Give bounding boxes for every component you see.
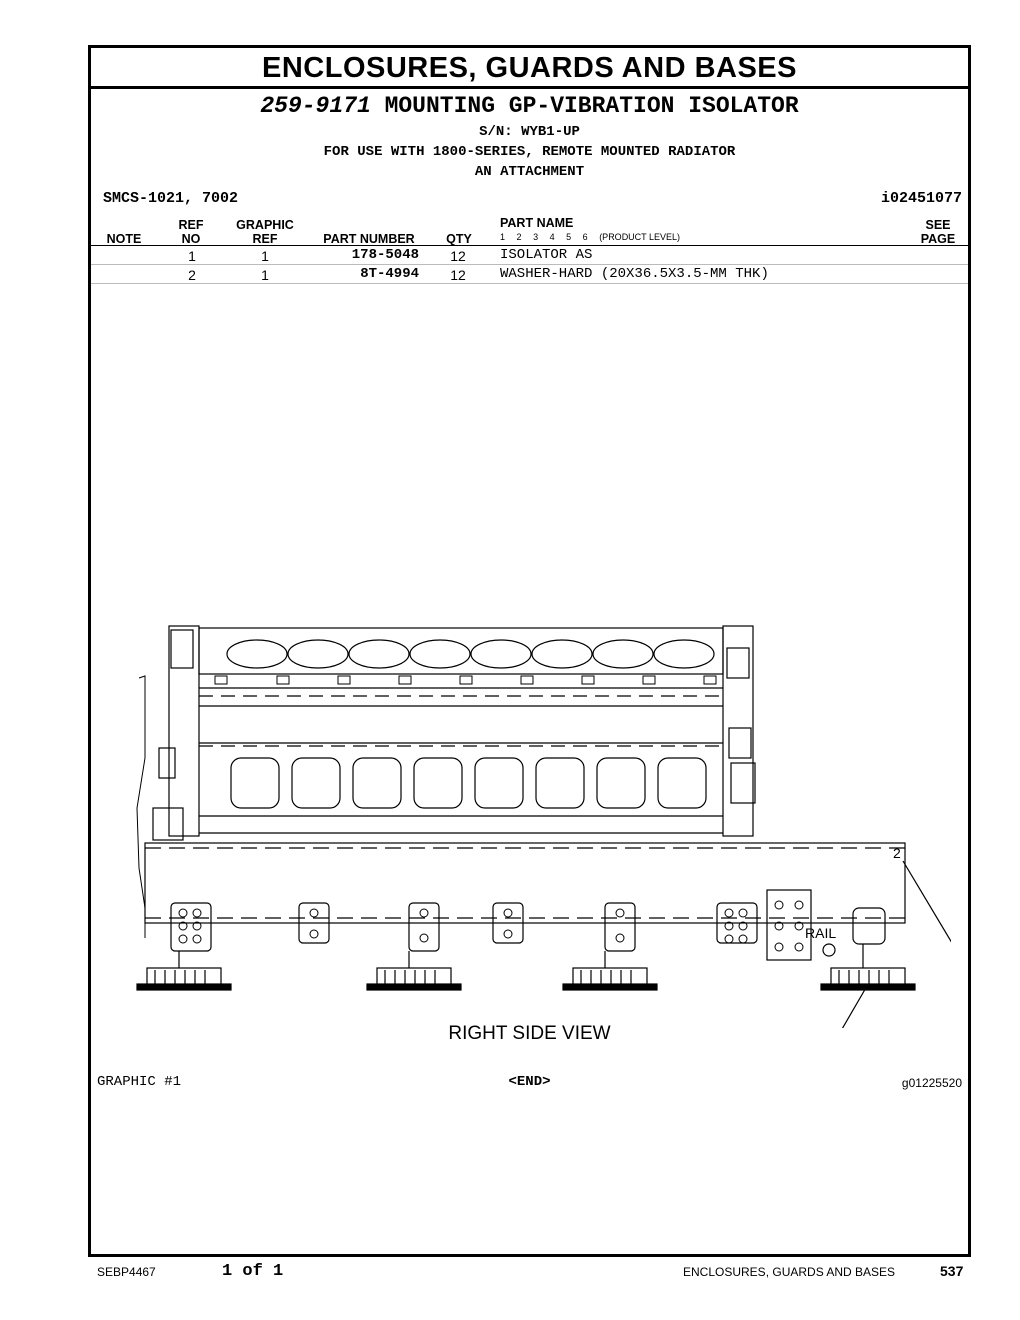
row-ref: 2 [188, 267, 196, 283]
serial-range: S/N: WYB1-UP [479, 124, 580, 140]
header-part-name: PART NAME [500, 216, 574, 230]
level-5: 5 [566, 232, 572, 242]
header-part-number: PART NUMBER [323, 232, 415, 246]
graphic-number: g01225520 [901, 1076, 962, 1090]
footer-section: ENCLOSURES, GUARDS AND BASES [683, 1265, 896, 1279]
attachment-type: AN ATTACHMENT [474, 164, 585, 180]
header-rule [91, 245, 968, 246]
footer-doc-number: SEBP4467 [97, 1265, 156, 1279]
header-graphic-ref-top: GRAPHIC [236, 218, 294, 232]
row-qty: 12 [450, 267, 466, 283]
level-1: 1 [500, 232, 506, 242]
header-note: NOTE [106, 232, 142, 246]
row-part-number: 178-5048 [351, 247, 419, 263]
header-see-page-bottom: PAGE [920, 232, 956, 246]
footer-page-number: 537 [940, 1263, 964, 1279]
header-ref-no: REF NO [175, 218, 207, 246]
row-ref: 1 [188, 248, 196, 264]
header-graphic-ref: GRAPHIC REF [230, 218, 300, 246]
section-title: ENCLOSURES, GUARDS AND BASES [91, 48, 968, 89]
document-identifier: i02451077 [880, 190, 962, 207]
group-title: 259-9171 MOUNTING GP-VIBRATION ISOLATOR [91, 93, 968, 119]
row-part-number: 8T-4994 [360, 266, 419, 282]
product-level-label: (PRODUCT LEVEL) [599, 232, 681, 242]
engine-mounting-drawing: RAIL 2 1 [136, 625, 951, 1028]
level-6: 6 [582, 232, 588, 242]
graphic-label: GRAPHIC #1 [97, 1074, 182, 1090]
footer-page-count: 1 of 1 [222, 1262, 284, 1281]
header-ref-no-top: REF [178, 218, 204, 232]
row-part-name: WASHER-HARD (20X36.5X3.5-MM THK) [500, 266, 769, 282]
header-ref-no-bottom: NO [181, 232, 201, 246]
level-2: 2 [516, 232, 522, 242]
usage-note: FOR USE WITH 1800-SERIES, REMOTE MOUNTED… [323, 144, 736, 160]
header-see-page: SEE PAGE [913, 218, 963, 246]
view-label: RIGHT SIDE VIEW [448, 1023, 611, 1044]
page-frame: ENCLOSURES, GUARDS AND BASES 259-9171 MO… [88, 45, 971, 1257]
row-graphic-ref: 1 [261, 267, 269, 283]
group-name: MOUNTING GP-VIBRATION ISOLATOR [384, 93, 799, 119]
level-4: 4 [549, 232, 555, 242]
smcs-code: SMCS-1021, 7002 [103, 190, 239, 207]
row-rule [91, 264, 968, 265]
row-part-name: ISOLATOR AS [500, 247, 593, 263]
header-see-page-top: SEE [925, 218, 951, 232]
end-marker: <END> [508, 1074, 551, 1090]
level-3: 3 [533, 232, 539, 242]
product-levels: 1 2 3 4 5 6 (PRODUCT LEVEL) [500, 232, 689, 242]
header-qty: QTY [446, 232, 472, 246]
group-number: 259-9171 [260, 93, 371, 119]
row-rule [91, 283, 968, 284]
row-graphic-ref: 1 [261, 248, 269, 264]
row-qty: 12 [450, 248, 466, 264]
callout-2: 2 [893, 845, 901, 861]
header-graphic-ref-bottom: REF [252, 232, 278, 246]
rail-label: RAIL [805, 925, 836, 941]
